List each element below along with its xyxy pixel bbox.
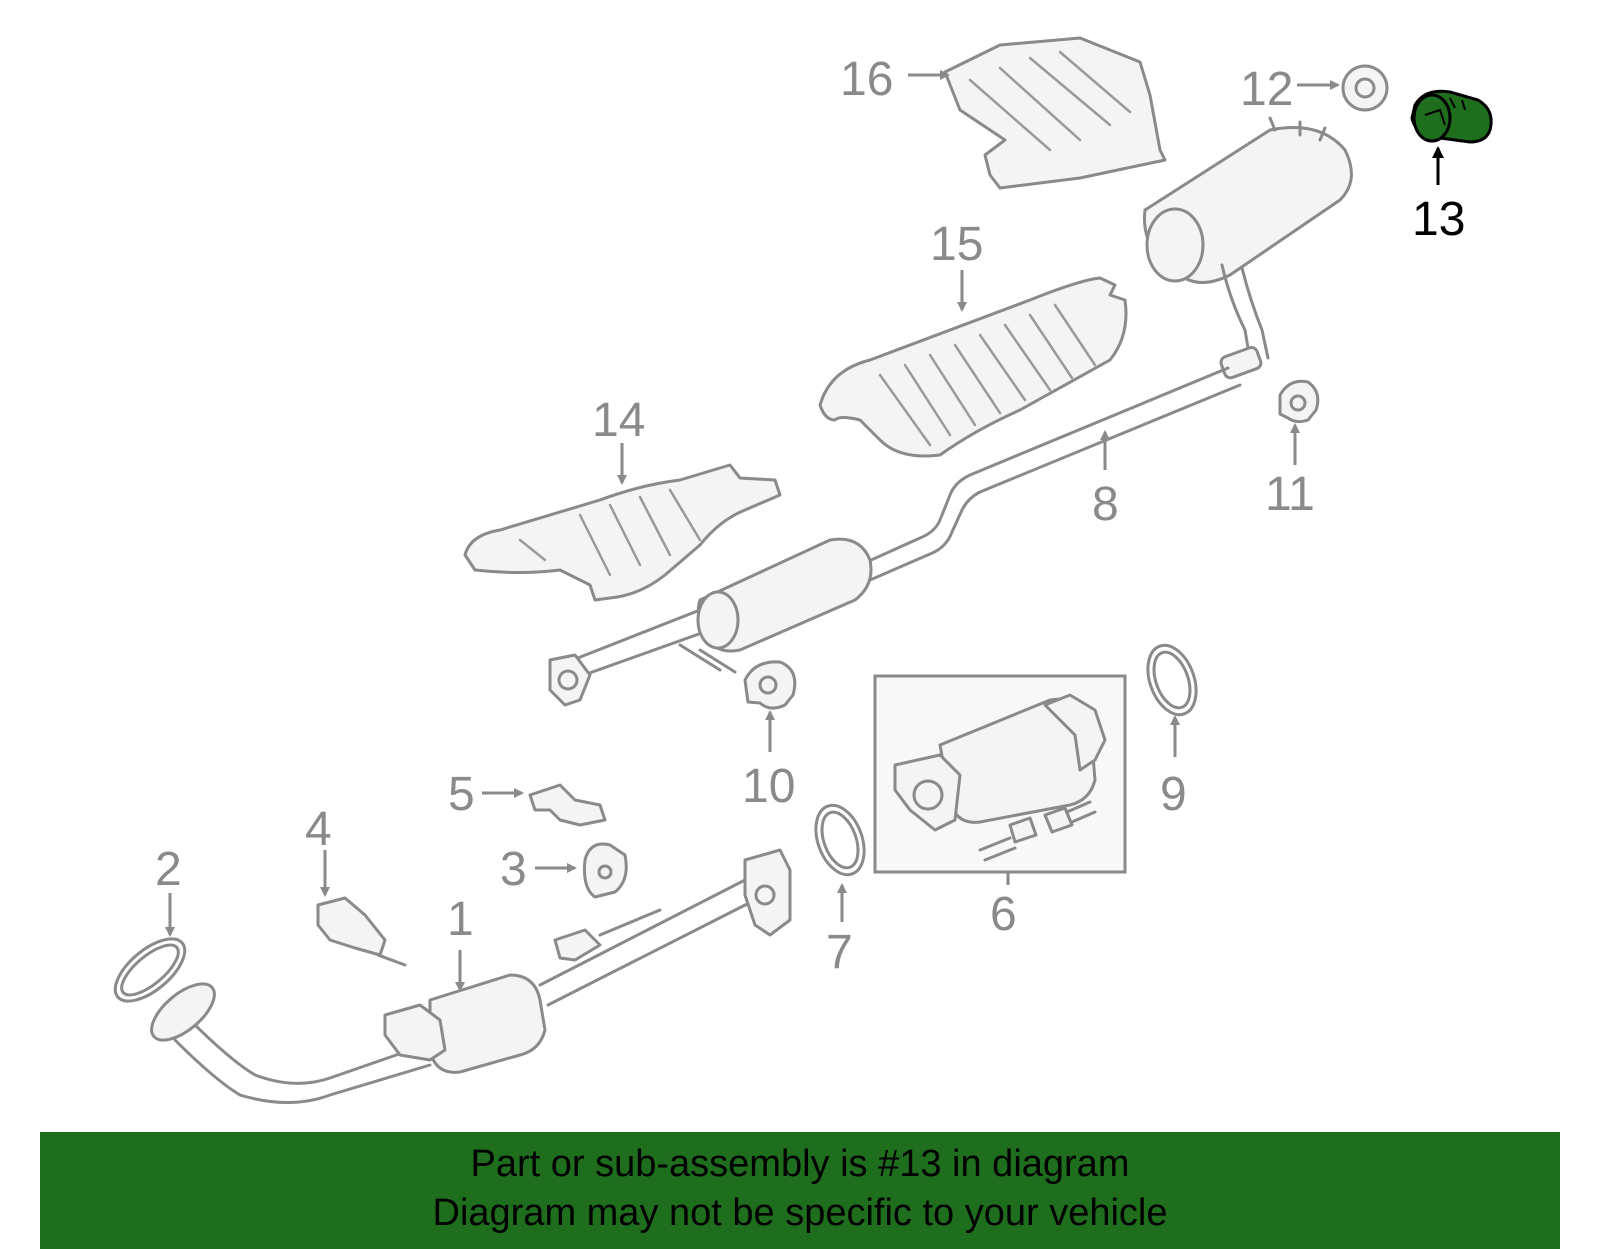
callout-8: 8 bbox=[1092, 478, 1119, 531]
callout-9: 9 bbox=[1160, 768, 1187, 821]
part-11-hanger[interactable] bbox=[1278, 379, 1320, 424]
part-10-hanger[interactable] bbox=[743, 660, 797, 710]
part-6-catalytic-converter-box[interactable] bbox=[873, 674, 1127, 874]
callout-16: 16 bbox=[840, 53, 893, 106]
callout-13: 13 bbox=[1412, 193, 1465, 246]
part-2-gasket[interactable] bbox=[105, 928, 224, 1051]
callout-10: 10 bbox=[742, 760, 795, 813]
callout-1: 1 bbox=[447, 893, 474, 946]
part-4-bracket[interactable] bbox=[316, 896, 407, 967]
exhaust-system-diagram: 16 12 13 15 14 8 11 10 9 5 3 6 7 4 2 1 bbox=[105, 36, 1493, 1104]
banner-line-1: Part or sub-assembly is #13 in diagram bbox=[470, 1143, 1130, 1185]
callout-4: 4 bbox=[305, 803, 332, 856]
callout-labels: 16 12 13 15 14 8 11 10 9 5 3 6 7 4 2 1 bbox=[155, 53, 1465, 979]
part-16-heat-shield[interactable] bbox=[943, 36, 1167, 190]
callout-12: 12 bbox=[1240, 63, 1293, 116]
part-8-center-pipe[interactable] bbox=[858, 366, 1242, 582]
callout-2: 2 bbox=[155, 843, 182, 896]
part-15-heat-shield[interactable] bbox=[818, 276, 1128, 458]
part-9-gasket[interactable] bbox=[1139, 639, 1205, 722]
banner-line-2: Diagram may not be specific to your vehi… bbox=[432, 1192, 1168, 1234]
part-3-hanger[interactable] bbox=[583, 842, 628, 899]
part-14-heat-shield[interactable] bbox=[463, 463, 782, 602]
callout-6: 6 bbox=[990, 888, 1017, 941]
info-banner: Part or sub-assembly is #13 in diagram D… bbox=[40, 1132, 1560, 1249]
callout-14: 14 bbox=[592, 394, 645, 447]
callout-5: 5 bbox=[448, 768, 475, 821]
part-13-exhaust-tip-highlighted[interactable] bbox=[1410, 89, 1493, 144]
callout-11: 11 bbox=[1265, 468, 1315, 521]
part-5-bracket[interactable] bbox=[528, 783, 607, 827]
callout-15: 15 bbox=[930, 218, 983, 271]
resonator-pipe[interactable] bbox=[548, 537, 873, 707]
muffler[interactable] bbox=[1142, 116, 1353, 380]
callout-arrows bbox=[165, 70, 1444, 992]
callout-3: 3 bbox=[500, 843, 527, 896]
part-1-front-pipe[interactable] bbox=[173, 848, 792, 1104]
callout-7: 7 bbox=[826, 926, 853, 979]
part-12-grommet[interactable] bbox=[1341, 64, 1389, 112]
part-7-gasket[interactable] bbox=[807, 799, 873, 882]
